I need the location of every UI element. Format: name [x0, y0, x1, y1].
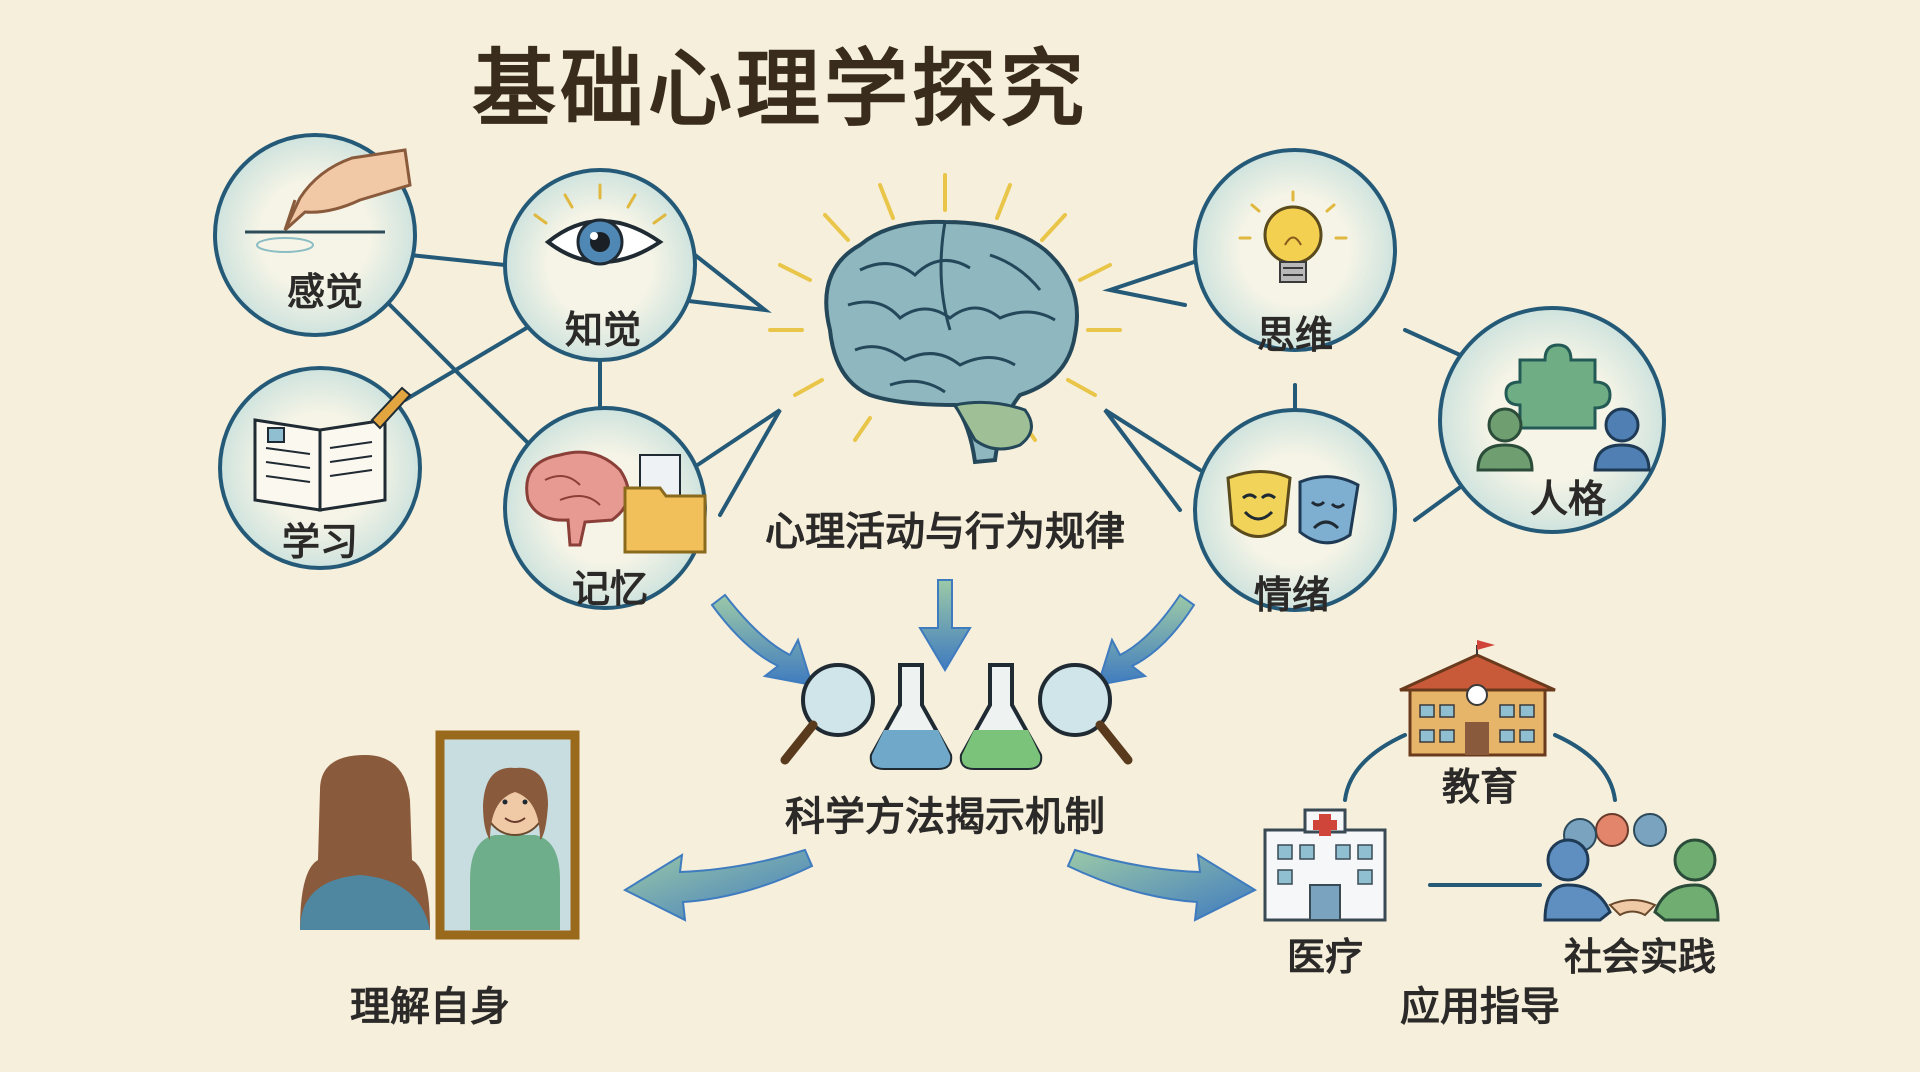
flask-icon	[959, 663, 1043, 770]
lightbulb-icon	[1238, 190, 1348, 283]
hospital-icon	[1263, 808, 1387, 922]
topic-bubble-perception: 知觉	[503, 168, 697, 362]
puzzle-people-icon	[1476, 343, 1651, 472]
flask-icon	[869, 663, 953, 770]
mirror-person-icon	[300, 730, 580, 940]
diverging-arrows	[622, 848, 1258, 922]
school-icon	[1399, 640, 1556, 757]
learning-label: 学习	[282, 520, 358, 564]
eye-icon	[533, 183, 667, 266]
brain-folder-icon	[525, 450, 707, 554]
theater-masks-icon	[1226, 470, 1360, 545]
open-book-icon	[253, 386, 412, 512]
left-connectors	[383, 253, 782, 517]
hand-touch-icon	[245, 148, 412, 253]
topic-bubble-emotion: 情绪	[1193, 408, 1397, 617]
topic-bubble-learning: 学习	[218, 366, 422, 570]
topic-bubble-personality: 人格	[1438, 306, 1666, 534]
perception-label: 知觉	[565, 308, 641, 352]
community-handshake-icon	[1543, 813, 1720, 922]
page-title: 基础心理学探究	[472, 40, 1088, 138]
thinking-label: 思维	[1257, 313, 1333, 357]
method-label: 科学方法揭示机制	[785, 794, 1105, 840]
sensation-label: 感觉	[287, 270, 363, 314]
emotion-label: 情绪	[1254, 573, 1330, 617]
application-connectors	[1343, 733, 1617, 887]
center-label: 心理活动与行为规律	[765, 509, 1125, 555]
medical-label: 医疗	[1287, 935, 1363, 979]
topic-bubble-sensation: 感觉	[213, 133, 417, 337]
converging-arrows	[710, 579, 1196, 687]
guidance-label: 应用指导	[1400, 984, 1560, 1030]
brain-icon	[768, 173, 1122, 465]
topic-bubble-thinking: 思维	[1193, 148, 1397, 357]
magnifier-icon	[1038, 663, 1133, 765]
social-label: 社会实践	[1564, 935, 1716, 979]
self-label: 理解自身	[350, 984, 510, 1030]
personality-label: 人格	[1530, 477, 1607, 521]
topic-bubble-memory: 记忆	[503, 406, 707, 611]
magnifier-icon	[780, 663, 875, 765]
education-label: 教育	[1442, 765, 1518, 809]
memory-label: 记忆	[572, 567, 648, 611]
